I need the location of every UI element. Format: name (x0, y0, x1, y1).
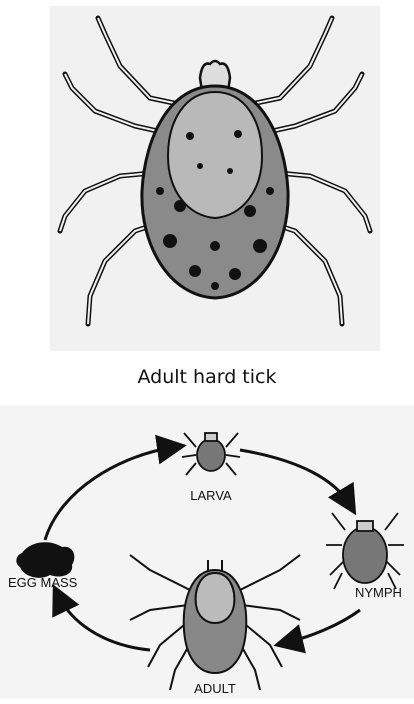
life-cycle-drawing: LARVA NYMPH EGG MASS ADULT (0, 405, 414, 699)
tick-scutum (168, 92, 262, 218)
egg-mass-icon (16, 542, 74, 578)
label-nymph: NYMPH (355, 585, 402, 600)
label-egg-mass: EGG MASS (8, 575, 78, 590)
figure-caption: Adult hard tick (0, 366, 414, 388)
adult-tick-illustration (50, 6, 380, 351)
larva-icon (182, 433, 240, 475)
arrow-nymph-to-adult (285, 610, 360, 643)
label-larva: LARVA (190, 488, 232, 503)
life-cycle-diagram: LARVA NYMPH EGG MASS ADULT (0, 405, 414, 699)
adult-tick-drawing (50, 6, 380, 351)
arrow-larva-to-nymph (240, 450, 350, 505)
nymph-icon (326, 513, 404, 589)
label-adult: ADULT (194, 681, 236, 696)
tick-leg-right-1 (242, 18, 332, 106)
adult-icon (130, 555, 300, 690)
arrow-egg-to-larva (45, 447, 175, 540)
tick-leg-left-1 (98, 18, 188, 106)
arrow-adult-to-egg (58, 595, 150, 650)
